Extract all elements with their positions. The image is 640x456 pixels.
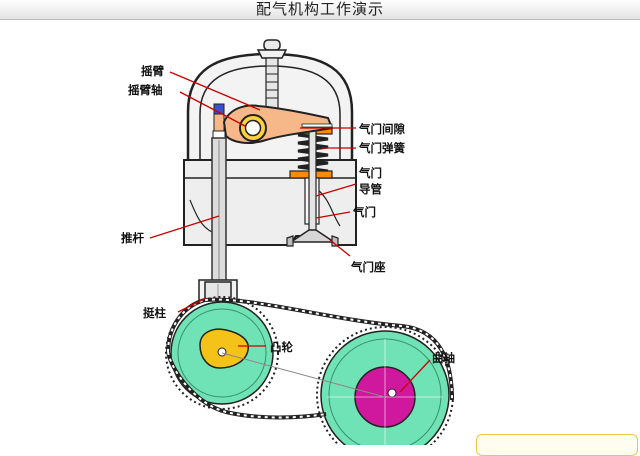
label-valve-guide-line2: 导管 (359, 182, 382, 196)
title-bar: 配气机构工作演示 (0, 0, 640, 20)
page-title: 配气机构工作演示 (255, 0, 384, 18)
label-valve-clearance: 气门间隙 (358, 122, 405, 136)
adjusting-nut (256, 39, 288, 111)
label-valve: 气门 (352, 205, 376, 219)
label-rocker-shaft: 摇臂轴 (128, 83, 163, 97)
gear-centerline (221, 352, 386, 398)
label-valve-guide-line1: 气门 (358, 166, 382, 180)
label-tappet: 挺柱 (143, 306, 166, 320)
valve-clearance-gap (301, 123, 333, 128)
label-push-rod: 推杆 (121, 231, 144, 245)
label-rocker-arm: 摇臂 (141, 64, 164, 78)
label-cam: 凸轮 (270, 340, 293, 354)
label-valve-seat: 气门座 (350, 260, 386, 274)
leader-lines (149, 71, 431, 393)
label-valve-spring: 气门弹簧 (358, 141, 405, 155)
valve-stem (308, 119, 317, 233)
label-crankshaft: 曲轴 (432, 351, 455, 365)
valve-train-diagram: 摇臂 摇臂轴 气门间隙 气门弹簧 气门 导管 气门 气门座 推杆 挺柱 凸轮 曲… (121, 39, 455, 445)
corner-button[interactable] (476, 434, 638, 456)
